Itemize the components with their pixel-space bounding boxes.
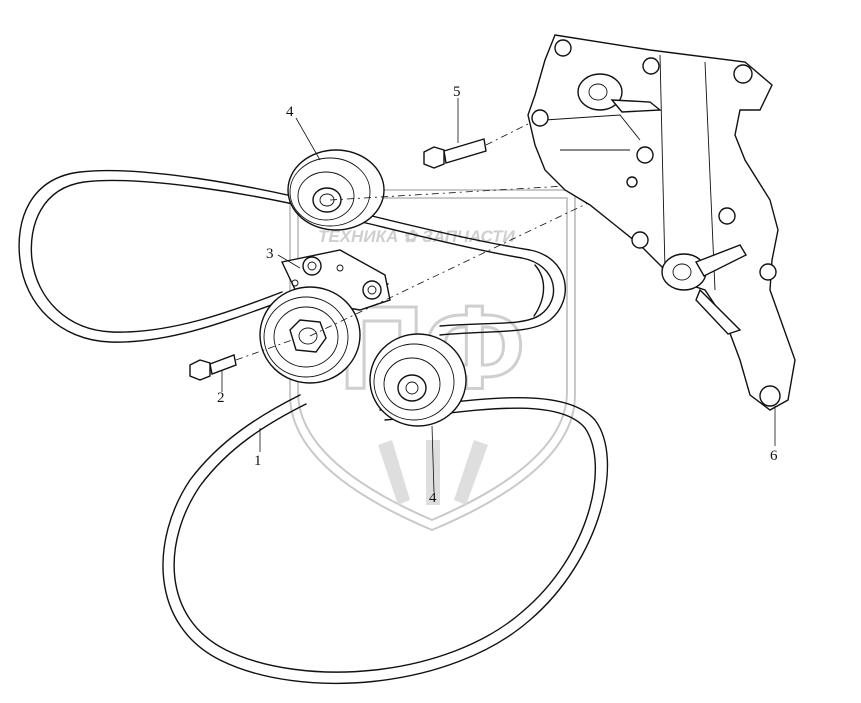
idler-pulley-upper (287, 149, 385, 231)
callout-labels: 4 3 2 1 4 5 6 (217, 84, 778, 506)
bolt-long (423, 138, 487, 169)
callout-2: 2 (217, 390, 225, 406)
mounting-bracket (527, 34, 796, 411)
bolt-short (189, 354, 237, 381)
callout-4-upper: 4 (286, 104, 294, 120)
assembly-axes (235, 117, 633, 361)
callout-3: 3 (266, 246, 274, 262)
callout-5: 5 (453, 84, 461, 100)
callout-6: 6 (770, 448, 778, 464)
callout-4-lower: 4 (429, 490, 437, 506)
callout-1: 1 (254, 453, 262, 469)
drive-belt (18, 169, 609, 685)
wheat-icon (378, 440, 488, 505)
idler-pulley-lower (369, 333, 467, 427)
leader-lines (221, 98, 776, 493)
watermark-text: ТЕХНИКА ✿ ЗАПЧАСТИ (318, 227, 515, 246)
tensioner-pulley (259, 286, 361, 384)
